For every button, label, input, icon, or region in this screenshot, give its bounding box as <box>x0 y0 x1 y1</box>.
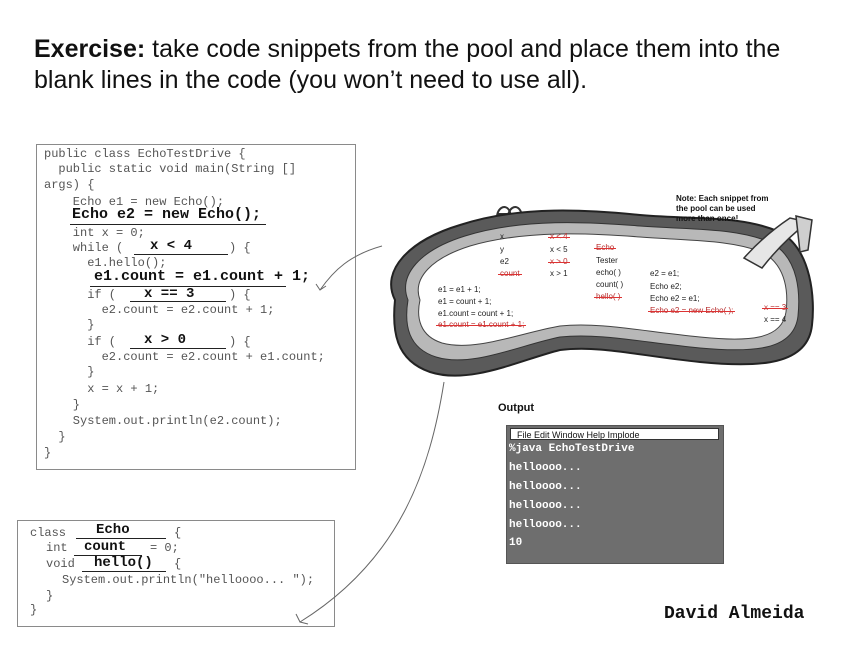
echo-class-keyword: class <box>30 526 67 540</box>
terminal-command: %java EchoTestDrive <box>509 443 635 455</box>
blank-line <box>130 348 226 349</box>
code-line: e2.count = e2.count + 1; <box>44 303 275 317</box>
terminal-output-line: helloooo... <box>509 481 582 493</box>
exercise-label: Exercise: <box>34 35 146 63</box>
ladder-icon <box>495 206 524 227</box>
pool-snippet-used: e1.count = e1.count + 1; <box>435 320 527 329</box>
terminal-output-line: helloooo... <box>509 500 582 512</box>
code-line: e2.count = e2.count + e1.count; <box>44 350 325 364</box>
answer-if-condition-2: x > 0 <box>144 332 187 348</box>
echo-println: System.out.println("helloooo... "); <box>62 573 315 587</box>
pool-snippet: echo( ) <box>596 268 621 277</box>
pool-snippet: x == 4 <box>764 315 787 324</box>
answer-class-name: Echo <box>96 522 130 538</box>
pool-snippet: x <box>500 232 504 241</box>
pool-snippet-used: x == 3 <box>761 303 789 312</box>
echo-int-initializer: = 0; <box>150 541 179 555</box>
pool-snippet: e2 = e1; <box>650 269 680 278</box>
code-line: args) { <box>44 178 95 192</box>
code-line: if ( <box>44 335 117 349</box>
answer-if-condition-1: x == 3 <box>144 286 195 302</box>
blank-line <box>90 286 286 287</box>
code-line: ) { <box>229 335 251 349</box>
code-line: public static void main(String [] <box>44 162 297 176</box>
code-line: } <box>44 430 66 444</box>
pool-snippet: e1 = count + 1; <box>438 297 492 306</box>
pool-snippet: y <box>500 245 504 254</box>
answer-echo-e2-declaration: Echo e2 = new Echo(); <box>72 206 262 223</box>
code-line: } <box>44 446 52 460</box>
pool-snippet: x > 1 <box>550 269 568 278</box>
code-line: if ( <box>44 288 117 302</box>
blank-line <box>76 538 166 539</box>
terminal-output-line: 10 <box>509 537 523 549</box>
blank-line <box>134 254 228 255</box>
pool-snippet-used: x > 0 <box>548 257 570 266</box>
answer-while-condition: x < 4 <box>150 238 193 254</box>
echo-int-keyword: int <box>46 541 68 555</box>
pool-snippet: Echo e2 = e1; <box>650 294 700 303</box>
echo-class-box <box>17 520 335 627</box>
echo-close-brace: } <box>30 603 38 617</box>
pool-snippet: e1 = e1 + 1; <box>438 285 481 294</box>
code-line: System.out.println(e2.count); <box>44 414 282 428</box>
blank-line <box>74 555 142 556</box>
terminal-window: File Edit Window Help Implode %java Echo… <box>506 425 724 564</box>
pool-snippet: x < 5 <box>550 245 568 254</box>
terminal-output-line: helloooo... <box>509 462 582 474</box>
blank-line <box>130 301 226 302</box>
terminal-menu-bar[interactable]: File Edit Window Help Implode <box>510 428 719 440</box>
pool-snippet-used: Echo <box>593 243 617 252</box>
pool-snippet-used: count <box>498 269 522 278</box>
code-line: ) { <box>229 288 251 302</box>
answer-method-name: hello() <box>94 555 153 571</box>
pool-snippet: e1.count = count + 1; <box>438 309 514 318</box>
pool-note: Note: Each snippet from the pool can be … <box>676 194 769 223</box>
pool-snippet-used: x < 4 <box>548 232 570 241</box>
pool-snippet-used: Echo e2 = new Echo( ); <box>647 306 736 315</box>
exercise-instructions: take code snippets from the pool and pla… <box>34 35 781 94</box>
pool-snippet: Tester <box>596 256 618 265</box>
code-line: public class EchoTestDrive { <box>44 147 246 161</box>
blank-line <box>70 224 266 225</box>
echo-method-brace: { <box>174 557 182 571</box>
author-name: David Almeida <box>664 604 805 624</box>
exercise-title: Exercise: take code snippets from the po… <box>34 34 834 96</box>
code-line: } <box>44 365 95 379</box>
code-line: Echo e1 = new Echo(); <box>44 195 225 209</box>
code-line: x = x + 1; <box>44 382 160 396</box>
code-line: } <box>44 318 95 332</box>
answer-count-increment: e1.count = e1.count + 1; <box>94 268 311 285</box>
code-line: e1.hello(); <box>44 256 167 270</box>
pool-snippet: e2 <box>500 257 509 266</box>
echo-open-brace: { <box>174 526 182 540</box>
code-line: int x = 0; <box>44 226 145 240</box>
pool-snippet-used: hello( ) <box>593 292 623 301</box>
code-line: ) { <box>229 241 251 255</box>
code-line: while ( <box>44 241 124 255</box>
answer-field-name: count <box>84 539 127 555</box>
output-label: Output <box>498 402 535 414</box>
pool-snippet: count( ) <box>596 280 624 289</box>
pool-snippet: Echo e2; <box>650 282 682 291</box>
echo-close-brace: } <box>46 589 54 603</box>
code-line: } <box>44 398 81 412</box>
blank-line <box>82 571 166 572</box>
echo-void-keyword: void <box>46 557 75 571</box>
terminal-output-line: helloooo... <box>509 519 582 531</box>
